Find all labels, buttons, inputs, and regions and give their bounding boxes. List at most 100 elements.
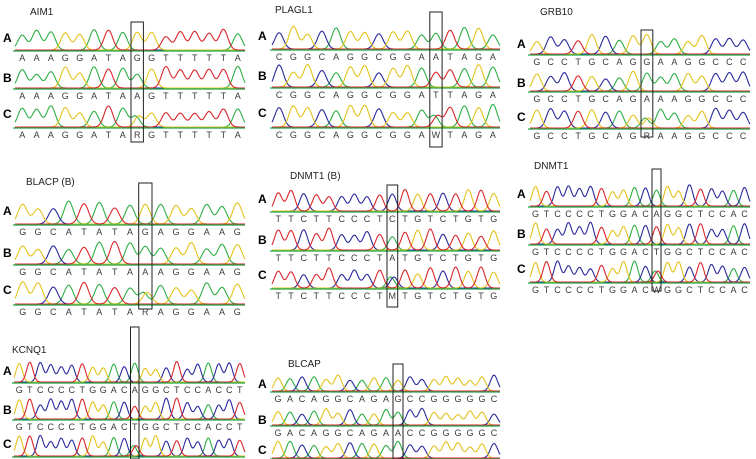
base-call: A <box>132 385 138 395</box>
base-call: G <box>322 394 329 404</box>
base-call: C <box>741 285 748 295</box>
base-call: T <box>276 291 282 301</box>
row-label: B <box>3 403 12 417</box>
highlight-box <box>392 363 404 459</box>
row-label: C <box>3 107 12 121</box>
base-call: G <box>62 91 69 101</box>
base-call: T <box>80 422 86 432</box>
row-label: B <box>517 227 526 241</box>
base-call: C <box>299 428 306 438</box>
gene-name: KCNQ1 <box>12 345 47 356</box>
base-call: A <box>419 90 425 100</box>
highlight-box <box>640 29 654 138</box>
base-call: G <box>414 214 421 224</box>
base-call: C <box>719 285 726 295</box>
base-call: T <box>163 53 169 63</box>
trace-a <box>530 72 750 92</box>
base-call: M <box>389 291 397 301</box>
base-call: C <box>726 94 733 104</box>
base-call: C <box>50 307 57 317</box>
base-call: G <box>188 307 195 317</box>
base-call: A <box>204 307 210 317</box>
base-call: T <box>654 247 660 257</box>
trace-a <box>530 187 750 207</box>
base-call: G <box>76 91 83 101</box>
base-call: A <box>658 94 664 104</box>
trace-t <box>15 240 245 265</box>
trace-g <box>15 31 245 51</box>
base-call: T <box>428 253 434 263</box>
base-call: A <box>158 227 164 237</box>
row-label: C <box>517 262 526 276</box>
base-call: C <box>602 131 609 141</box>
base-call: C <box>561 94 568 104</box>
base-call: G <box>630 131 637 141</box>
base-call: C <box>364 253 371 263</box>
base-call: T <box>221 53 227 63</box>
base-call: G <box>664 285 671 295</box>
base-call: A <box>96 267 102 277</box>
base-call: A <box>461 130 467 140</box>
base-call: A <box>490 130 496 140</box>
base-call: T <box>698 247 704 257</box>
base-call: C <box>338 253 345 263</box>
base-call: A <box>158 267 164 277</box>
base-call: A <box>219 227 225 237</box>
base-call: A <box>461 52 467 62</box>
base-call: T <box>314 291 320 301</box>
base-call: A <box>66 227 72 237</box>
base-call: G <box>532 209 539 219</box>
base-call: C <box>740 57 747 67</box>
base-call: T <box>206 130 212 140</box>
base-call: T <box>112 227 118 237</box>
row-label: C <box>258 106 267 120</box>
trace-t <box>15 28 245 51</box>
base-call: G <box>698 94 705 104</box>
base-call: C <box>740 131 747 141</box>
base-call: A <box>48 91 54 101</box>
trace-a <box>272 440 500 459</box>
trace-t <box>530 110 750 129</box>
gene-name: PLAGL1 <box>275 5 313 16</box>
base-call: A <box>730 247 736 257</box>
base-call: C <box>276 52 283 62</box>
base-call: C <box>407 428 414 438</box>
base-call: C <box>565 285 572 295</box>
base-call: C <box>740 94 747 104</box>
base-call: G <box>16 422 23 432</box>
base-call: C <box>686 285 693 295</box>
base-call: G <box>234 227 241 237</box>
base-call: A <box>235 130 241 140</box>
base-call: G <box>34 227 41 237</box>
base-call: T <box>377 214 383 224</box>
base-call: R <box>134 130 141 140</box>
base-call: A <box>96 307 102 317</box>
base-call: A <box>644 94 650 104</box>
base-call: G <box>630 57 637 67</box>
base-call: C <box>708 209 715 219</box>
base-call: G <box>675 247 682 257</box>
trace-t <box>14 435 246 457</box>
base-call: G <box>172 267 179 277</box>
base-call: C <box>226 385 233 395</box>
base-call: G <box>34 307 41 317</box>
base-call: W <box>652 285 661 295</box>
base-call: C <box>686 209 693 219</box>
base-call: C <box>686 247 693 257</box>
base-call: G <box>465 253 472 263</box>
base-call: G <box>34 267 41 277</box>
base-call: A <box>235 53 241 63</box>
base-call: C <box>319 52 326 62</box>
trace-c <box>530 260 751 283</box>
base-call: A <box>333 90 339 100</box>
trace-c <box>272 269 500 289</box>
base-call: T <box>433 90 439 100</box>
base-call: T <box>206 91 212 101</box>
base-call: G <box>76 53 83 63</box>
gene-name: DNMT1 (B) <box>290 171 341 182</box>
base-call: A <box>671 131 677 141</box>
base-call: A <box>127 307 133 317</box>
base-call: A <box>120 53 126 63</box>
